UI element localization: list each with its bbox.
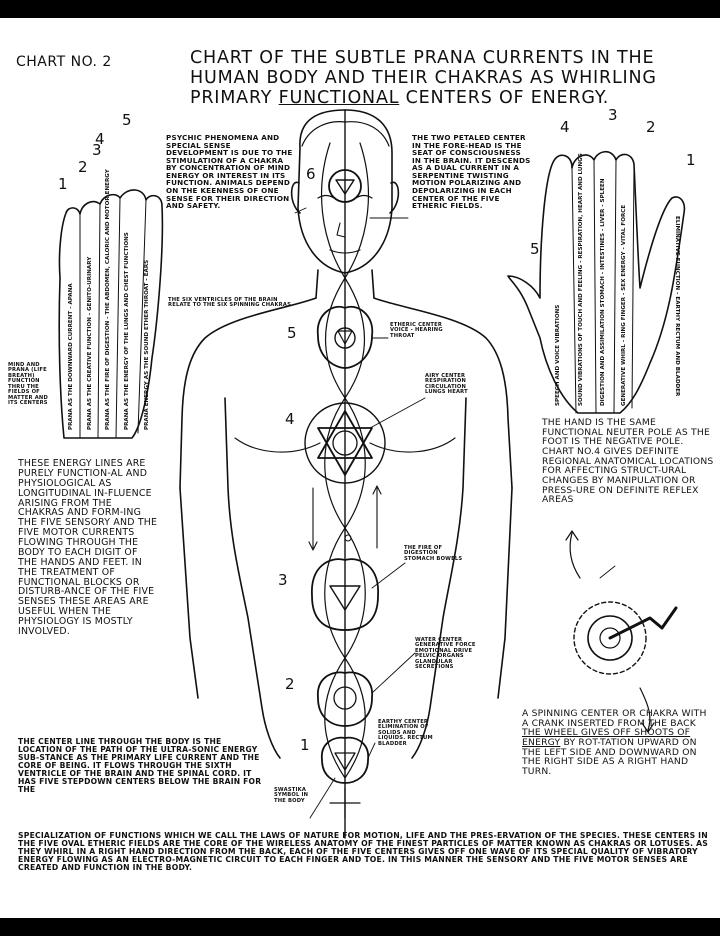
title-line-2: HUMAN BODY AND THEIR CHAKRAS AS WHIRLING	[190, 68, 657, 88]
hand-outline	[507, 150, 686, 414]
chakra-number-5: 5	[287, 324, 297, 342]
foot-number-4: 4	[95, 130, 105, 148]
water-center-note: WATER CENTER GENERATIVE FORCE EMOTIONAL …	[415, 637, 476, 671]
chakra-number-3: 3	[278, 571, 288, 589]
foot-digit-label-3: PRANA AS THE FIRE OF DIGESTION - THE ABD…	[105, 169, 111, 430]
ventricles-note: THE SIX VENTRICLES OF THE BRAIN RELATE T…	[168, 297, 292, 309]
foot-number-1: 1	[58, 175, 68, 193]
foot-digit-label-5: PRANA ENERGY AS THE SOUND ETHER THROAT -…	[144, 259, 150, 430]
chakra-number-4: 4	[285, 410, 295, 428]
hand-number-4: 4	[560, 118, 570, 136]
chakra-body-drawing	[58, 109, 686, 839]
right-torso	[411, 397, 467, 759]
head-outline	[297, 109, 393, 274]
throat-chakra	[316, 305, 374, 369]
hand-digit-label-5: ELIMINATIVE FUNCTION - EARTHY RECTUM AND…	[674, 216, 680, 397]
foot-number-5: 5	[122, 111, 132, 129]
center-line-note: THE CENTER LINE THROUGH THE BODY IS THE …	[18, 737, 262, 794]
title-line-3: PRIMARY FUNCTIONAL CENTERS OF ENERGY.	[190, 88, 610, 108]
spinning-center-note: A SPINNING CENTER OR CHAKRA WITH A CRANK…	[522, 708, 707, 777]
heart-chakra	[317, 410, 373, 459]
foot-digit-label-2: PRANA AS THE CREATIVE FUNCTION - GENITO-…	[87, 256, 93, 430]
two-petaled-note: THE TWO PETALED CENTER IN THE FORE-HEAD …	[412, 133, 531, 211]
hand-neuter-pole-note: THE HAND IS THE SAME FUNCTIONAL NEUTER P…	[542, 417, 714, 506]
foot-digit-label-1: PRANA AS THE DOWNWARD CURRENT - APANA	[68, 283, 74, 430]
hand-digit-label-3: DIGESTION AND ASSIMILATION STOMACH - INT…	[600, 178, 606, 406]
hand-digit-label-4: GENERATIVE WHIRL - RING FINGER - SEX ENE…	[621, 204, 627, 406]
right-ear	[389, 181, 400, 214]
psychic-phenomena-note: PSYCHIC PHENOMENA AND SPECIAL SENSE DEVE…	[166, 133, 293, 211]
crank-handle	[608, 606, 678, 640]
spinning-wheel	[573, 601, 647, 675]
chart-number: CHART NO. 2	[16, 54, 112, 70]
title-line-1: CHART OF THE SUBTLE PRANA CURRENTS IN TH…	[190, 48, 655, 68]
water-chakra	[317, 671, 373, 727]
left-shoulder-arm	[179, 297, 317, 489]
swastika-symbol-note: SWASTIKA SYMBOL IN THE BODY	[274, 787, 309, 804]
hand-number-5: 5	[530, 240, 540, 258]
chart-page: CHART NO. 2 CHART OF THE SUBTLE PRANA CU…	[0, 18, 720, 918]
energy-lines-note: THESE ENERGY LINES ARE PURELY FUNCTION-A…	[18, 458, 158, 637]
foot-digit-label-4: PRANA AS THE ENERGY OF THE LUNGS AND CHE…	[124, 232, 130, 430]
etheric-center-note: ETHERIC CENTER VOICE - HEARING THROAT	[390, 322, 443, 339]
chakra-number-2: 2	[285, 675, 295, 693]
chart-title: CHART OF THE SUBTLE PRANA CURRENTS IN TH…	[190, 48, 657, 108]
hand-digit-label-2: SOUND VIBRATIONS OF TOUCH AND FEELING - …	[578, 153, 584, 406]
left-torso	[224, 397, 281, 759]
hand-number-1: 1	[686, 151, 696, 169]
earthy-center-note: EARTHY CENTER ELIMINATION OF SOLIDS AND …	[378, 719, 433, 747]
foot-number-2: 2	[78, 158, 88, 176]
airy-center-note: AIRY CENTER RESPIRATION CIRCULATION LUNG…	[425, 373, 468, 396]
hand-digit-label-1: SPEECH AND VOICE VIBRATIONS	[555, 304, 561, 406]
left-ear	[290, 181, 301, 214]
right-shoulder-arm	[373, 297, 513, 489]
chakra-number-1: 1	[300, 736, 310, 754]
earth-chakra	[321, 736, 369, 784]
chakra-number-6: 6	[306, 165, 316, 183]
fire-of-digestion-note: THE FIRE OF DIGESTION STOMACH BOWELS	[404, 545, 463, 562]
hand-number-3: 3	[608, 106, 618, 124]
hand-number-2: 2	[646, 118, 656, 136]
solar-chakra	[311, 558, 379, 631]
mind-prana-note: MIND AND PRANA (LIFE BREATH) FUNCTION TH…	[8, 362, 48, 407]
foot-number-3: 3	[92, 141, 102, 159]
bottom-caption: SPECIALIZATION OF FUNCTIONS WHICH WE CAL…	[18, 831, 708, 873]
